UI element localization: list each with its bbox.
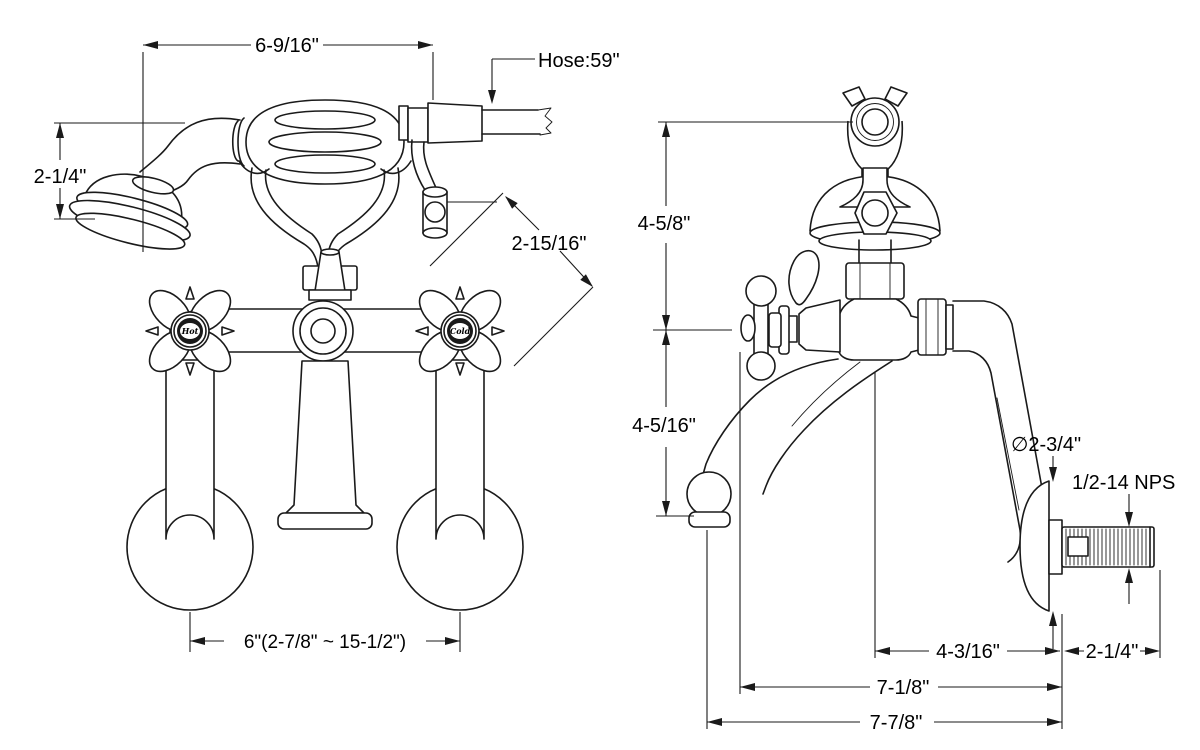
diverter-lever	[788, 249, 820, 306]
dimension-flange-to-spout: 4-3/16" 2-1/4"	[874, 372, 1161, 729]
hose-length-label: Hose:59"	[538, 50, 620, 72]
dim-flange-to-spout-label: 4-3/16"	[936, 641, 1000, 663]
dim-bracket-height-label: 4-5/8"	[638, 213, 691, 235]
hand-shower	[231, 99, 553, 185]
cold-button-label: Cold	[450, 326, 471, 336]
dim-nipple-length-label: 2-1/4"	[1086, 641, 1139, 663]
hose-callout: Hose:59"	[488, 50, 620, 104]
cold-handle: Cold	[415, 286, 505, 376]
dim-depth-handle-label: 7-1/8"	[877, 677, 930, 699]
spout	[686, 358, 893, 528]
dim-depth-overall-label: 7-7/8"	[870, 712, 923, 734]
dim-shower-head-label: 2-1/4"	[34, 166, 87, 188]
dimension-flange-diameter: ∅2-3/4"	[1011, 434, 1081, 649]
dimension-handshower-spread: 6-9/16"	[142, 35, 434, 252]
dimension-faucet-centers: 6"(2-7/8" ~ 15-1/2")	[189, 612, 461, 653]
dim-thread-spec-label: 1/2-14 NPS	[1072, 472, 1175, 494]
dimension-shower-head: 2-1/4"	[34, 122, 185, 220]
dim-diagonal-offset-label: 2-15/16"	[512, 233, 587, 255]
side-view: 4-5/8" 4-5/16" ∅2-3/4" 1/2-14 NPS 4-3/16…	[632, 86, 1175, 734]
shower-handle-tube	[139, 117, 241, 173]
valve-body	[826, 239, 920, 361]
supply-tube-hot	[165, 359, 215, 540]
dim-flange-diameter-label: ∅2-3/4"	[1011, 434, 1081, 456]
dimension-depth-handle: 7-1/8"	[739, 352, 1062, 699]
threaded-nipple	[1061, 526, 1155, 568]
hose	[481, 109, 541, 135]
spout-outlet	[688, 511, 731, 528]
hot-handle: Hot	[145, 286, 235, 376]
dimension-depth-overall: 7-7/8"	[706, 530, 1062, 734]
shower-head	[68, 173, 191, 250]
dim-handshower-spread-label: 6-9/16"	[255, 35, 319, 57]
bell-escutcheon	[809, 167, 941, 251]
supply-tube-cold	[435, 359, 485, 540]
front-view: Hot Cold 6-9/16"	[34, 35, 620, 653]
spout-column	[277, 360, 373, 530]
hose-hook	[410, 139, 448, 239]
side-handle-top-ball	[745, 275, 777, 307]
side-handle-group	[740, 249, 841, 381]
dim-faucet-centers-label: 6"(2-7/8" ~ 15-1/2")	[244, 632, 406, 653]
wall-arm	[917, 298, 1047, 563]
side-handle-bottom-ball	[746, 351, 776, 381]
hose-connector-cone	[427, 102, 483, 144]
dimension-bracket-height: 4-5/8" 4-5/16"	[632, 121, 853, 517]
diverter-knob	[302, 248, 358, 301]
wall-ells	[126, 359, 524, 611]
faucet-body	[169, 300, 477, 362]
dim-spout-drop-label: 4-5/16"	[632, 415, 696, 437]
side-handle-front-ball	[740, 314, 756, 342]
dimension-diagonal-offset: 2-15/16"	[429, 192, 594, 367]
hot-button-label: Hot	[181, 326, 199, 336]
wall-flange	[1019, 480, 1063, 612]
dimension-thread-spec: 1/2-14 NPS	[1072, 472, 1175, 604]
wall-shower-bracket	[842, 86, 908, 177]
